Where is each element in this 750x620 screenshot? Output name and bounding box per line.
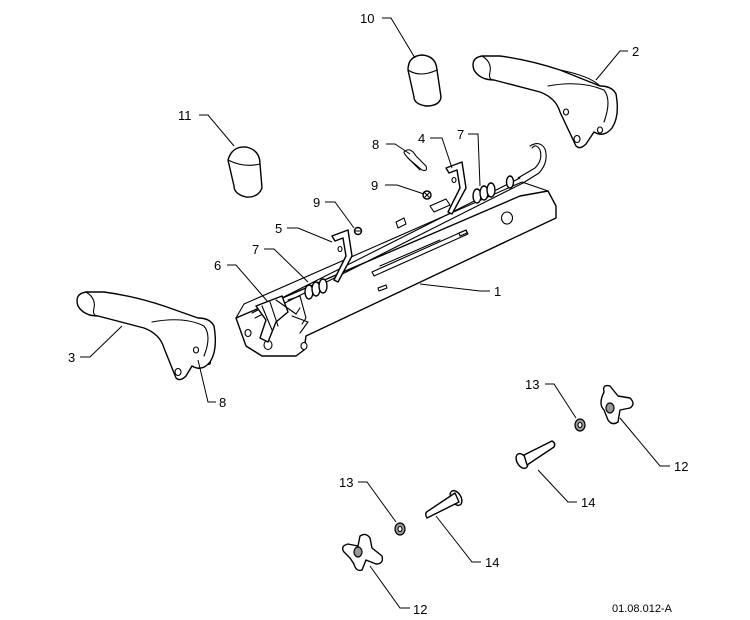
screw-part-9-upper	[422, 190, 432, 200]
bolt-part-14-left	[425, 489, 463, 519]
drawing-id: 01.08.012-A	[612, 603, 673, 615]
callout-7-upper: 7	[457, 127, 464, 142]
callout-1: 1	[494, 284, 501, 299]
callout-labels: 10 2 11 8 4 7 9 9 5 7 6 1 3 8 13 12 14 1…	[68, 11, 688, 617]
callout-14-right: 14	[581, 495, 595, 510]
star-knob-part-12-right	[600, 384, 634, 425]
callout-12-left: 12	[413, 602, 427, 615]
callout-2: 2	[632, 44, 639, 59]
clip-part-8-upper	[403, 149, 428, 172]
lever-linkage-part-6	[255, 295, 307, 343]
callout-6: 6	[214, 258, 221, 273]
nut-part-13-left	[394, 522, 406, 536]
callout-12-right: 12	[674, 459, 688, 474]
callout-14-left: 14	[485, 555, 499, 570]
spring-part-7-upper	[472, 175, 515, 204]
callout-11: 11	[178, 108, 192, 123]
mounting-bracket-part-1	[235, 181, 557, 357]
callout-5: 5	[275, 221, 282, 236]
nut-part-13-right	[574, 418, 586, 432]
callout-3: 3	[68, 350, 75, 365]
callout-8-upper: 8	[372, 137, 379, 152]
pivot-bracket-part-5	[331, 217, 407, 283]
handle-part-3	[76, 291, 217, 381]
bolt-part-14-right	[515, 440, 556, 470]
callout-9-upper: 9	[371, 178, 378, 193]
leader-lines	[80, 17, 670, 609]
callout-13-right: 13	[525, 377, 539, 392]
knob-part-11	[227, 146, 263, 198]
spring-part-7-lower	[304, 278, 328, 300]
callout-8-lower: 8	[219, 395, 226, 410]
callout-4: 4	[418, 131, 425, 146]
callout-10: 10	[360, 11, 374, 26]
callout-13-left: 13	[339, 475, 353, 490]
callout-7-lower: 7	[252, 242, 259, 257]
knob-part-10	[407, 54, 442, 107]
handle-part-2	[472, 55, 619, 149]
pivot-bracket-part-4	[429, 161, 467, 215]
star-knob-part-12-left	[341, 533, 384, 572]
callout-9-lower: 9	[313, 195, 320, 210]
screw-part-9-lower	[353, 226, 363, 236]
